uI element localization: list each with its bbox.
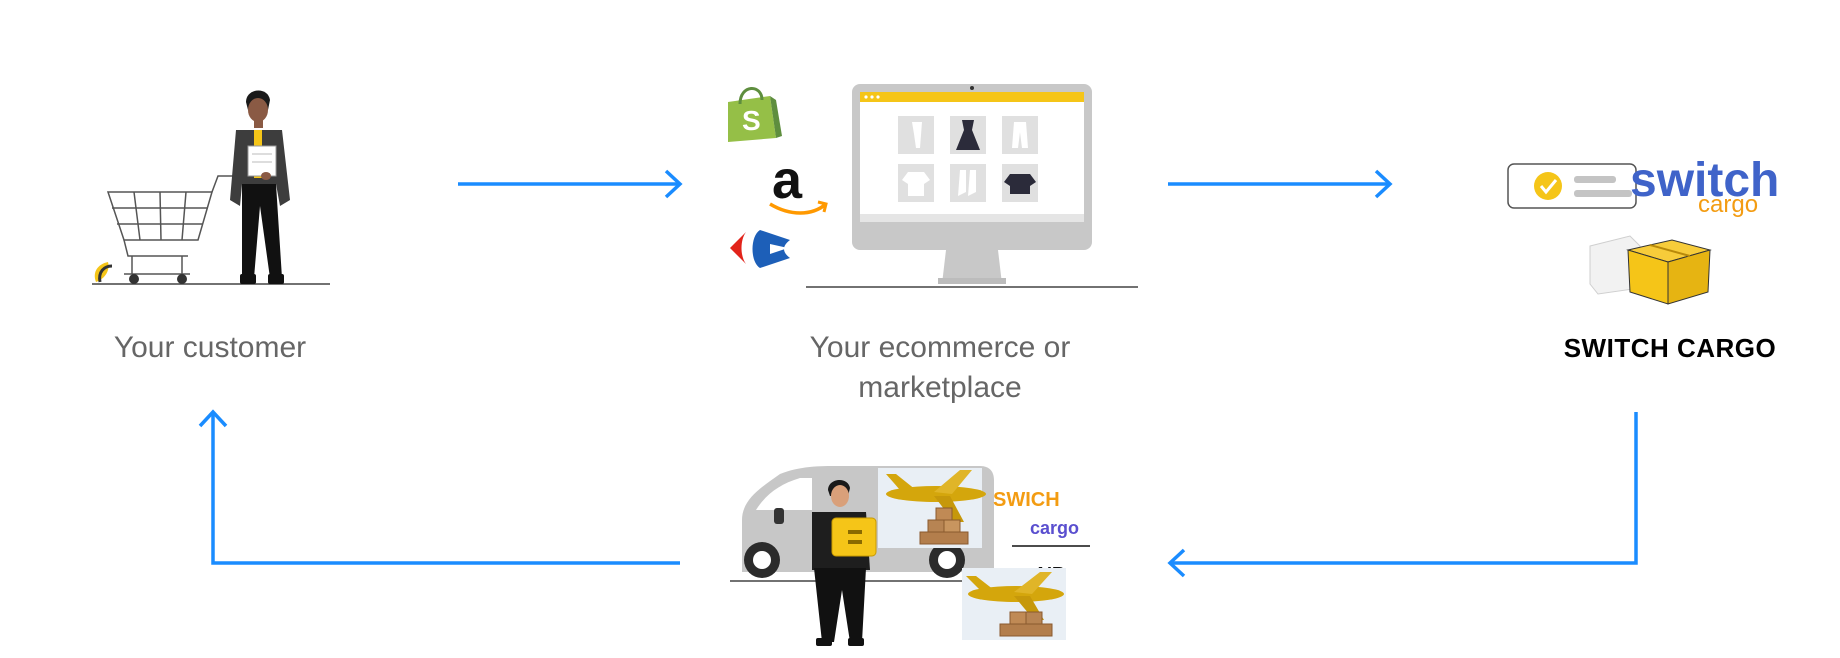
tshirt-icon [902,172,930,196]
cart-wheel [129,274,139,284]
sweater-icon [1004,174,1036,194]
check-icon [1534,172,1562,200]
checklist-card [1507,163,1637,209]
product-tile [1002,116,1038,154]
dress-icon [956,120,980,150]
ecommerce-label-line2: marketplace [858,371,1022,404]
delivery-illustration: SWICH cargo AIR [730,466,1090,646]
airplane-cargo-image [962,568,1066,640]
customer-person-icon [230,90,290,284]
shopping-cart-icon [106,175,240,275]
product-tile [950,164,986,202]
arrow-delivery-to-customer [198,409,680,565]
arrow-customer-to-shop [458,169,683,199]
pants-icon [912,122,922,148]
switch-cargo-illustration: switch cargo [1507,154,1779,305]
carrefour-logo-icon [730,230,790,268]
package-boxes-icon [1589,235,1712,305]
switch-cargo-label: SWITCH CARGO [1563,333,1777,363]
arrow-shop-to-cargo [1168,169,1393,199]
customer-illustration [92,90,330,285]
trousers-icon [1012,122,1028,148]
socks-icon [958,170,976,196]
shopify-logo-icon: S [728,87,782,142]
delivery-word1: SWICH [993,489,1060,511]
ecommerce-label-line1: Your ecommerce or [809,331,1071,364]
courier-person-icon [812,479,877,646]
svg-text:S: S [742,105,761,136]
svg-text:a: a [772,150,803,210]
arrow-cargo-to-delivery [1167,412,1638,578]
ecommerce-label: Your ecommerce or marketplace [740,328,1140,408]
customer-label: Your customer [113,331,307,364]
amazon-logo-icon: a [769,150,828,215]
airplane-cargo-image [878,468,986,548]
delivery-word2: cargo [1030,518,1079,538]
ecommerce-illustration: S a [728,84,1138,288]
switch-cargo-logo-word1: switch [1630,154,1779,207]
cart-wheel [177,274,187,284]
switch-cargo-logo-word2: cargo [1698,191,1758,218]
monitor-icon [806,84,1138,288]
